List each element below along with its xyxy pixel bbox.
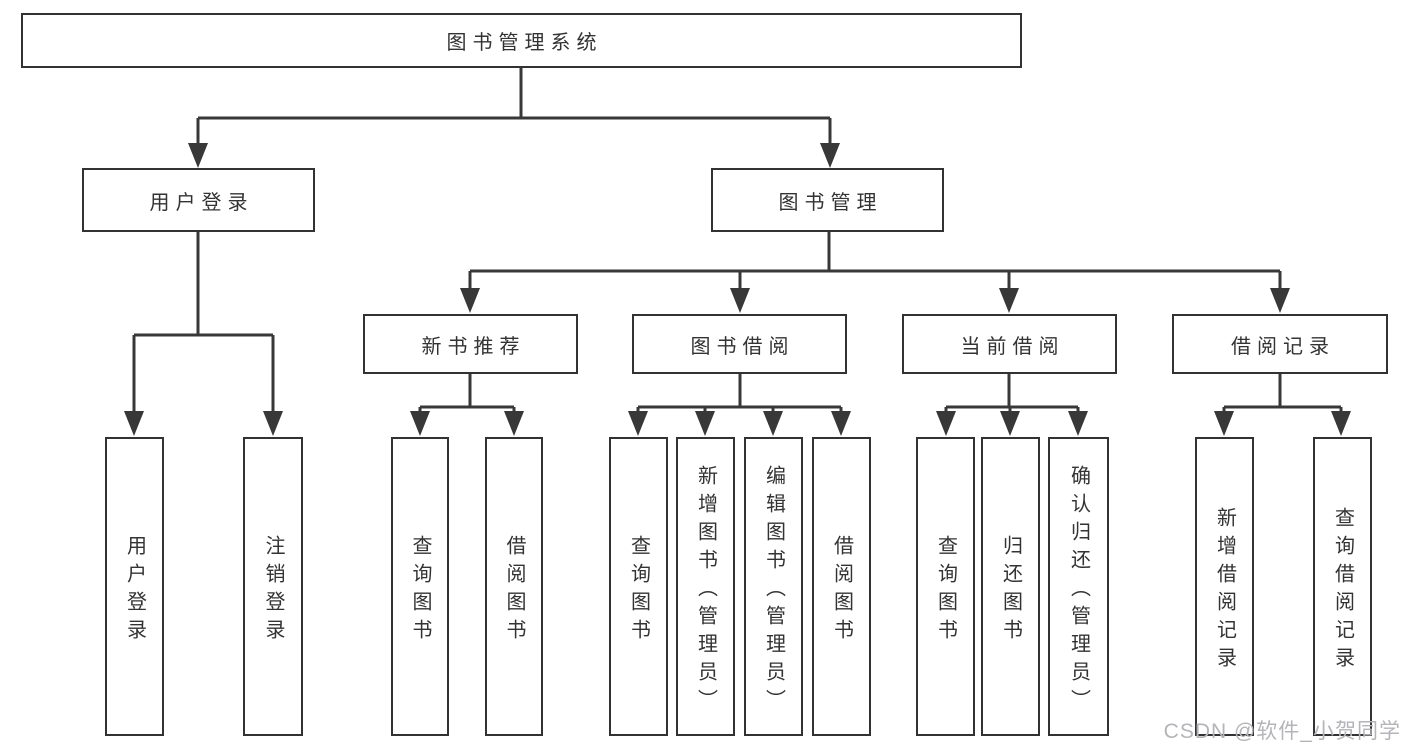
arrowheads — [124, 143, 1351, 436]
node-user-login: 用户登录 — [82, 168, 315, 232]
leaf-user-login-label: 用户登录 — [123, 534, 146, 647]
leaf-query-book-3: 查询图书 — [916, 437, 975, 736]
leaf-logout-label: 注销登录 — [262, 534, 284, 647]
node-new-book-recommend: 新书推荐 — [363, 314, 578, 374]
node-book-borrow-label: 图书借阅 — [690, 335, 795, 358]
node-borrow-record-label: 借阅记录 — [1231, 335, 1335, 358]
leaf-confirm-return-admin-label: 确认归还（管理员） — [1067, 464, 1090, 717]
leaf-query-book-3-label: 查询图书 — [934, 534, 957, 647]
leaf-return-book: 归还图书 — [981, 437, 1040, 736]
leaf-edit-book-admin: 编辑图书（管理员） — [744, 437, 803, 736]
leaf-edit-book-admin-label: 编辑图书（管理员） — [762, 464, 785, 717]
node-root-system: 图书管理系统 — [21, 13, 1022, 68]
leaf-borrow-book-1-label: 借阅图书 — [503, 534, 525, 647]
leaf-confirm-return-admin: 确认归还（管理员） — [1048, 437, 1109, 736]
leaf-borrow-book-2-label: 借阅图书 — [830, 534, 853, 647]
leaf-query-book-1: 查询图书 — [391, 437, 449, 736]
leaf-borrow-book-2: 借阅图书 — [812, 437, 871, 736]
node-new-book-recommend-label: 新书推荐 — [421, 335, 526, 358]
leaf-logout: 注销登录 — [243, 437, 303, 736]
leaf-return-book-label: 归还图书 — [999, 534, 1022, 647]
leaf-query-book-2-label: 查询图书 — [627, 534, 650, 647]
leaf-user-login: 用户登录 — [105, 437, 164, 736]
leaf-add-borrow-record: 新增借阅记录 — [1195, 437, 1254, 736]
node-root-label: 图书管理系统 — [446, 32, 603, 54]
node-borrow-record: 借阅记录 — [1172, 314, 1388, 374]
node-book-management: 图书管理 — [711, 168, 944, 232]
node-book-management-label: 图书管理 — [778, 191, 883, 214]
leaf-borrow-book-1: 借阅图书 — [485, 437, 543, 736]
node-current-borrow-label: 当前借阅 — [960, 335, 1065, 358]
leaf-add-book-admin-label: 新增图书（管理员） — [694, 464, 717, 717]
node-user-login-label: 用户登录 — [149, 191, 254, 214]
node-current-borrow: 当前借阅 — [902, 314, 1117, 374]
leaf-add-borrow-record-label: 新增借阅记录 — [1213, 506, 1236, 675]
csdn-watermark: CSDN @软件_小贺同学 — [1163, 720, 1401, 743]
node-book-borrow: 图书借阅 — [632, 314, 847, 374]
leaf-add-book-admin: 新增图书（管理员） — [676, 437, 735, 736]
leaf-query-book-2: 查询图书 — [609, 437, 668, 736]
leaf-query-book-1-label: 查询图书 — [409, 534, 431, 647]
leaf-query-borrow-record: 查询借阅记录 — [1313, 437, 1372, 736]
leaf-query-borrow-record-label: 查询借阅记录 — [1331, 506, 1354, 675]
